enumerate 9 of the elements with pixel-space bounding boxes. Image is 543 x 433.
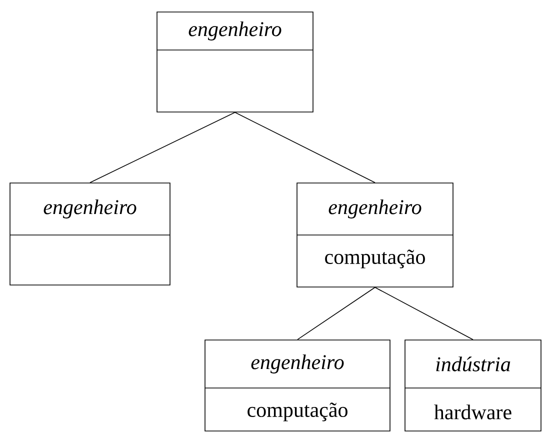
connector-line bbox=[90, 112, 236, 183]
connector-line bbox=[297, 286, 376, 340]
class-box: engenheiro computação bbox=[204, 340, 390, 432]
class-box: engenheiro bbox=[10, 182, 170, 286]
class-box: engenheiro bbox=[156, 12, 314, 112]
connector-line bbox=[234, 112, 376, 183]
connector-line bbox=[374, 286, 474, 340]
class-box: indústria hardware bbox=[404, 340, 542, 432]
class-box: engenheiro computação bbox=[296, 182, 454, 288]
